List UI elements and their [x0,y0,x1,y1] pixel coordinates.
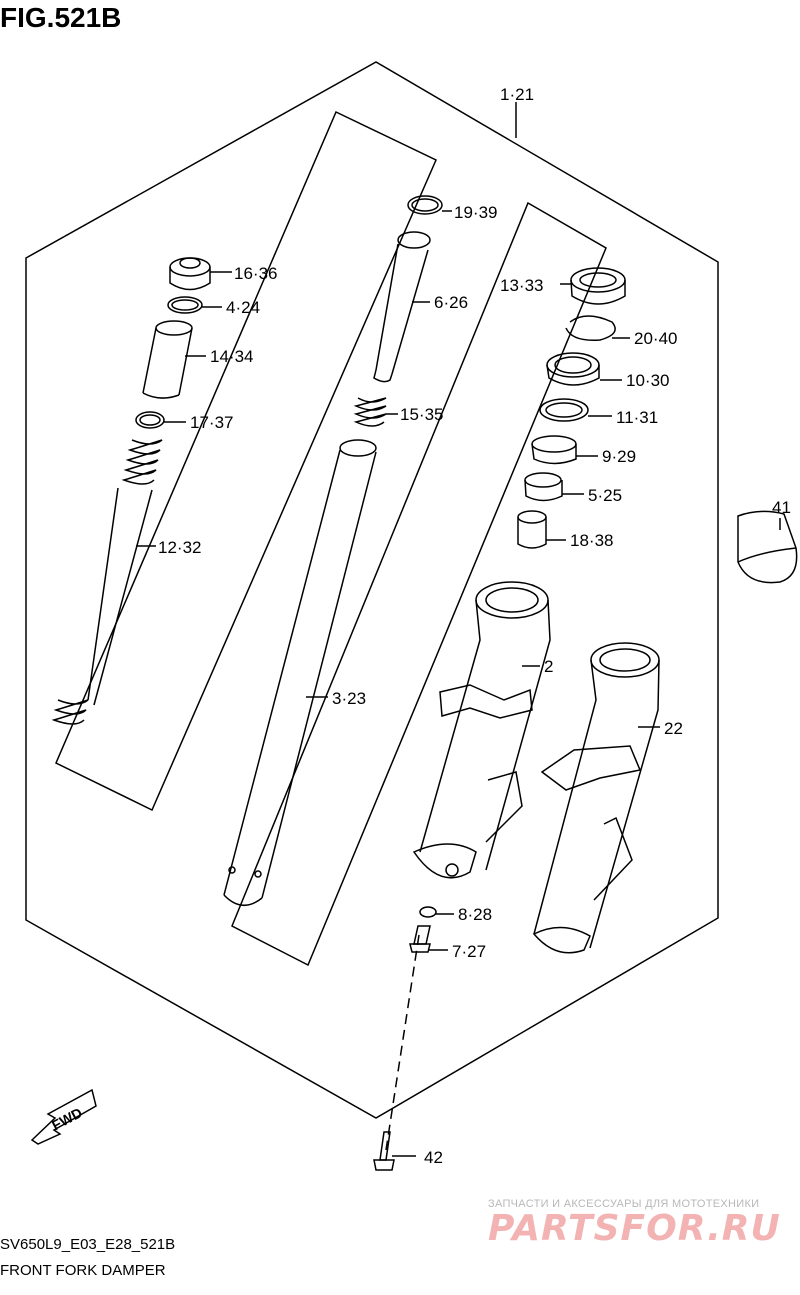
part-rebound-spring [353,397,398,427]
part-stopper-ring [407,195,452,215]
part-guide-metal [531,435,598,465]
callout-13: 13·33 [500,276,543,295]
part-oil-seal [546,352,622,386]
callout-15: 15·35 [400,405,443,424]
callout-18: 18·38 [570,531,613,550]
callout-17: 17·37 [190,413,233,432]
assembly-boundary [25,61,719,1119]
part-bolt-gasket [419,906,454,918]
part-dust-seal [560,267,626,305]
part-o-ring [167,296,222,314]
part-cap-bolt [169,257,232,291]
callout-8: 8·28 [458,905,492,924]
part-outer-tube-right [532,642,660,954]
callout-20: 20·40 [634,329,677,348]
callout-7: 7·27 [452,942,486,961]
center-axis [385,934,420,1151]
part-fork-cover [737,510,798,584]
callout-14: 14·34 [210,347,253,366]
callout-1: 1·21 [500,85,534,104]
callout-11: 11·31 [616,408,658,427]
part-washer [135,411,186,429]
part-oil-lock-piece [517,510,566,549]
watermark-logo: PARTSFOR.RU [488,1208,781,1249]
callout-9: 9·29 [602,447,636,466]
part-outer-tube-left [412,581,551,879]
inner-group-left [55,110,437,812]
callout-4: 4·24 [226,298,260,317]
part-slide-metal [524,472,584,502]
callout-42: 42 [424,1148,443,1167]
part-clip-ring [565,315,630,341]
callout-19: 19·39 [454,203,497,222]
callout-12: 12·32 [158,538,201,557]
callout-2: 2 [544,657,553,676]
callout-labels: 1·21 19·39 16·36 4·24 6·26 13·33 14·34 2… [158,85,791,1167]
figure-code: SV650L9_E03_E28_521B [0,1236,176,1253]
callout-16: 16·36 [234,264,277,283]
figure-name: FRONT FORK DAMPER [0,1262,166,1279]
figure-title: FIG.521B [0,2,122,33]
part-fork-spring [51,439,163,725]
part-seal-washer [539,398,612,422]
callout-22: 22 [664,719,683,738]
part-inner-tube [223,439,377,906]
callout-3: 3·23 [332,689,366,708]
part-spacer [142,320,206,399]
callout-41: 41 [772,498,791,517]
part-damper-bolt [409,925,448,953]
part-damper-rod [373,231,431,383]
watermark-tagline: ЗАПЧАСТИ И АКСЕССУАРЫ ДЛЯ МОТОТЕХНИКИ [488,1198,760,1210]
inner-group-middle [231,201,607,967]
callout-6: 6·26 [434,293,468,312]
part-axle-pinch-bolt [373,1131,416,1171]
callout-10: 10·30 [626,371,669,390]
fwd-arrow-icon: FWD [30,1088,97,1145]
callout-5: 5·25 [588,486,622,505]
